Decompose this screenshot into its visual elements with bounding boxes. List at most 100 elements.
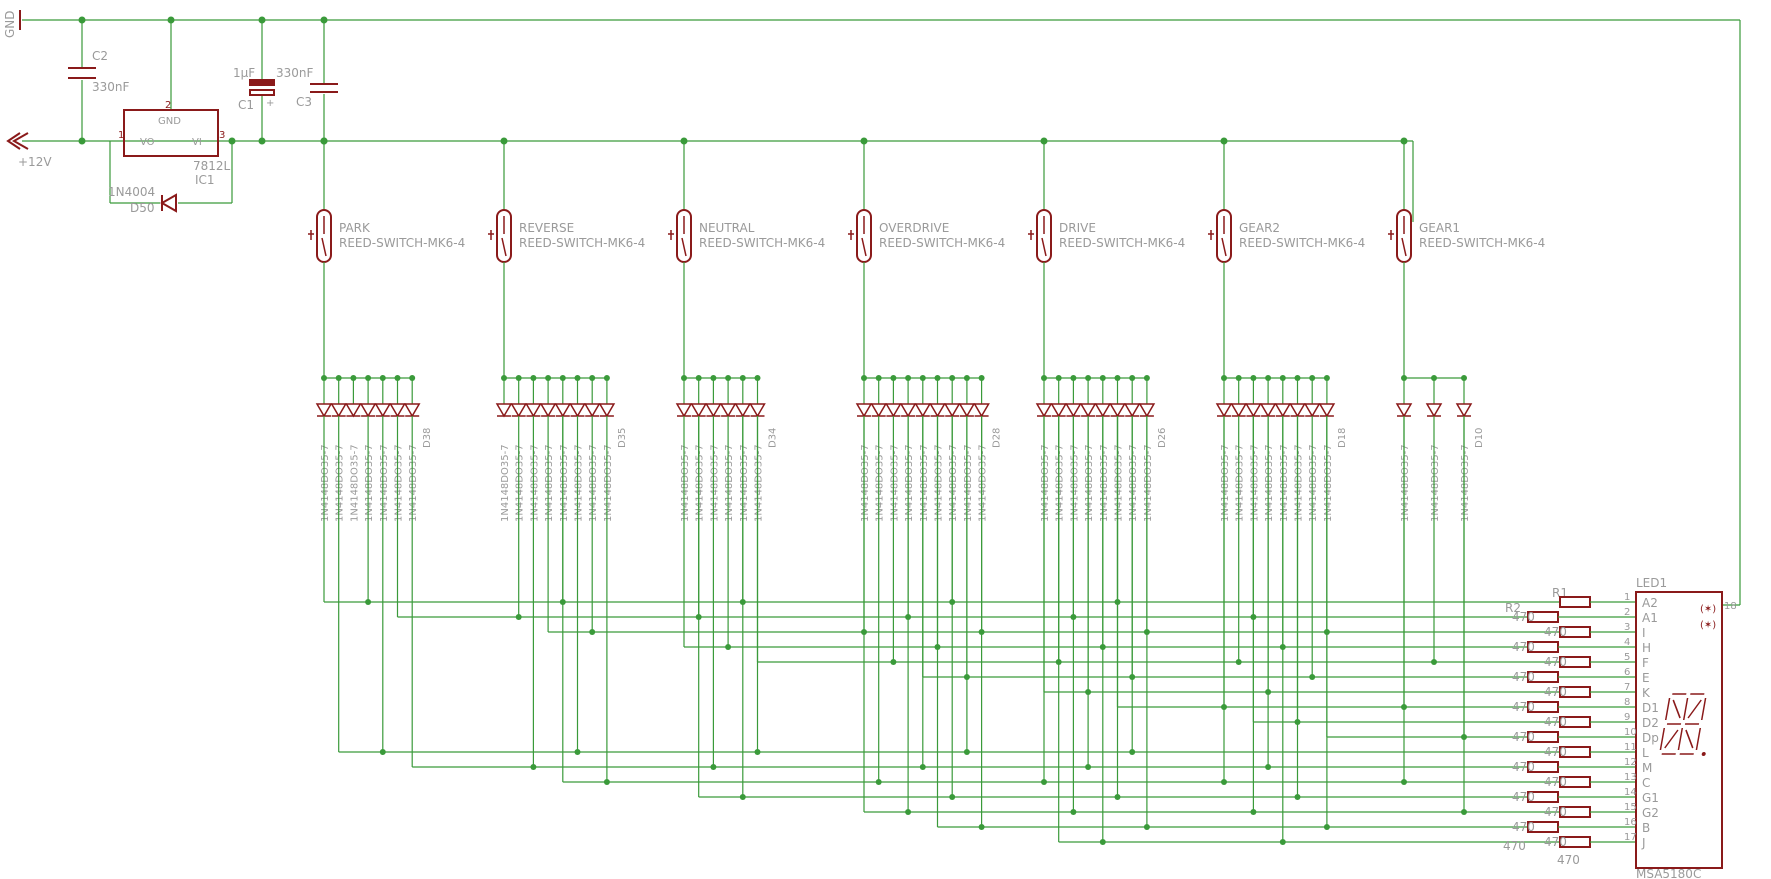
diode-part-label: 1N4148DO35-7 xyxy=(1400,444,1411,522)
diode-icon xyxy=(598,403,616,418)
diode-icon xyxy=(495,403,513,418)
diode-icon xyxy=(1395,403,1413,418)
diode-part-label: 1N4148DO35-7 xyxy=(349,444,360,522)
led1-pin-segment: C xyxy=(1642,776,1650,790)
led1-body xyxy=(1635,591,1723,869)
c2-value: 330nF xyxy=(92,80,130,94)
diode-part-label: 1N4148DO35-7 xyxy=(1069,444,1080,522)
ic1-pin3-num: 3 xyxy=(219,130,225,141)
diode-part-label: 1N4148DO35-7 xyxy=(1430,444,1441,522)
led1-pin-segment: A2 xyxy=(1642,596,1658,610)
diode-icon xyxy=(1274,403,1292,418)
resistor-value-label: 470 xyxy=(1512,820,1535,834)
led1-pin-segment: I xyxy=(1642,626,1646,640)
resistor-value-bottom: 470 xyxy=(1557,853,1580,867)
led1-name: LED1 xyxy=(1636,576,1667,590)
diode-part-label: 1N4148DO35-7 xyxy=(680,444,691,522)
diode-icon xyxy=(885,403,902,418)
diode-part-label: 1N4148DO35-7 xyxy=(559,444,570,522)
diode-part-label: 1N4148DO35-7 xyxy=(529,444,540,522)
diode-group-last-label: D26 xyxy=(1157,428,1168,448)
switch-name: GEAR2 xyxy=(1239,221,1280,235)
switch-part: REED-SWITCH-MK6-4 xyxy=(1059,236,1185,250)
ic1-pin-vi: VI xyxy=(192,137,202,148)
resistor-value-label: 470 xyxy=(1512,670,1535,684)
diode-part-label: 1N4148DO35-7 xyxy=(875,444,886,522)
ic1-part: 7812L xyxy=(193,159,231,173)
vin-arrow-icon xyxy=(6,132,29,150)
diode-icon xyxy=(1035,403,1053,418)
diode-icon xyxy=(1289,403,1306,418)
led1-pin-number: 12 xyxy=(1624,757,1637,768)
led1-pin-segment: H xyxy=(1642,641,1651,655)
diode-part-label: 1N4148DO35-7 xyxy=(1099,444,1110,522)
led1-pin-segment: K xyxy=(1642,686,1651,700)
led1-pin-segment: J xyxy=(1641,836,1646,850)
diode-part-label: 1N4148DO35-7 xyxy=(709,444,720,522)
diode-group-last-label: D35 xyxy=(617,428,628,448)
switch-name: REVERSE xyxy=(519,221,574,235)
diode-part-label: 1N4148DO35-7 xyxy=(1323,444,1334,522)
led1-pin-number: 6 xyxy=(1624,667,1630,678)
ic1-pin1-num: 1 xyxy=(118,130,124,141)
c3-value: 330nF xyxy=(276,66,314,80)
switch-part: REED-SWITCH-MK6-4 xyxy=(699,236,825,250)
led1-pin-segment: A1 xyxy=(1642,611,1658,625)
led1-pin-number: 16 xyxy=(1624,817,1637,828)
diode-part-label: 1N4148DO35-7 xyxy=(963,444,974,522)
diode-part-label: 1N4148DO35-7 xyxy=(695,444,706,522)
switch-part: REED-SWITCH-MK6-4 xyxy=(519,236,645,250)
diode-icon xyxy=(1050,403,1068,418)
diode-group-last-label: D38 xyxy=(422,428,433,448)
diode-part-label: 1N4148DO35-7 xyxy=(1128,444,1139,522)
switch-part: REED-SWITCH-MK6-4 xyxy=(1239,236,1365,250)
resistor-value-label: 470 xyxy=(1512,730,1535,744)
diode-icon xyxy=(973,403,990,418)
led1-pin-number: 11 xyxy=(1624,742,1637,753)
diode-part-label: 1N4148DO35-7 xyxy=(889,444,900,522)
diode-icon xyxy=(315,403,333,418)
switch-name: DRIVE xyxy=(1059,221,1096,235)
diode-part-label: 1N4148DO35-7 xyxy=(1235,444,1246,522)
resistor-value-label: 470 xyxy=(1512,700,1535,714)
d50-name: D50 xyxy=(130,201,155,215)
diode-part-label: 1N4148DO35-7 xyxy=(1084,444,1095,522)
led1-pin-segment: L xyxy=(1642,746,1649,760)
switch-part: REED-SWITCH-MK6-4 xyxy=(1419,236,1545,250)
switch-part: REED-SWITCH-MK6-4 xyxy=(879,236,1005,250)
resistor-value-label: 470 xyxy=(1544,835,1567,849)
led1-pin-number: 1 xyxy=(1624,592,1630,603)
diode-part-label: 1N4148DO35-7 xyxy=(364,444,375,522)
ic1-name: IC1 xyxy=(195,173,215,187)
diode-icon xyxy=(899,403,917,418)
diode-icon xyxy=(1109,403,1126,418)
diode-part-label: 1N4148DO35-7 xyxy=(1055,444,1066,522)
diode-part-label: 1N4148DO35-7 xyxy=(904,444,915,522)
diode-part-label: 1N4148DO35-7 xyxy=(1143,444,1154,522)
diode-group-last-label: D18 xyxy=(1337,428,1348,448)
diode-icon xyxy=(1318,403,1336,418)
diode-icon xyxy=(1065,403,1082,418)
resistor-value-label: 470 xyxy=(1512,640,1535,654)
diode-part-label: 1N4148DO35-7 xyxy=(335,444,346,522)
diode-part-label: 1N4148DO35-7 xyxy=(724,444,735,522)
led1-pin-number: 10 xyxy=(1624,727,1637,738)
led1-pin-number: 7 xyxy=(1624,682,1630,693)
led1-mark-bottom: (✶) xyxy=(1700,620,1716,631)
diode-icon xyxy=(914,403,932,418)
switch-name: GEAR1 xyxy=(1419,221,1460,235)
diode-icon xyxy=(510,403,528,418)
diode-icon xyxy=(330,403,348,418)
d50-part: 1N4004 xyxy=(108,185,155,199)
led1-pin-number: 8 xyxy=(1624,697,1630,708)
diode-icon xyxy=(1138,403,1156,418)
c1-name: C1 xyxy=(238,98,254,112)
diode-icon xyxy=(359,403,377,418)
diode-group-last-label: D34 xyxy=(768,428,779,448)
led1-pin-segment: B xyxy=(1642,821,1650,835)
